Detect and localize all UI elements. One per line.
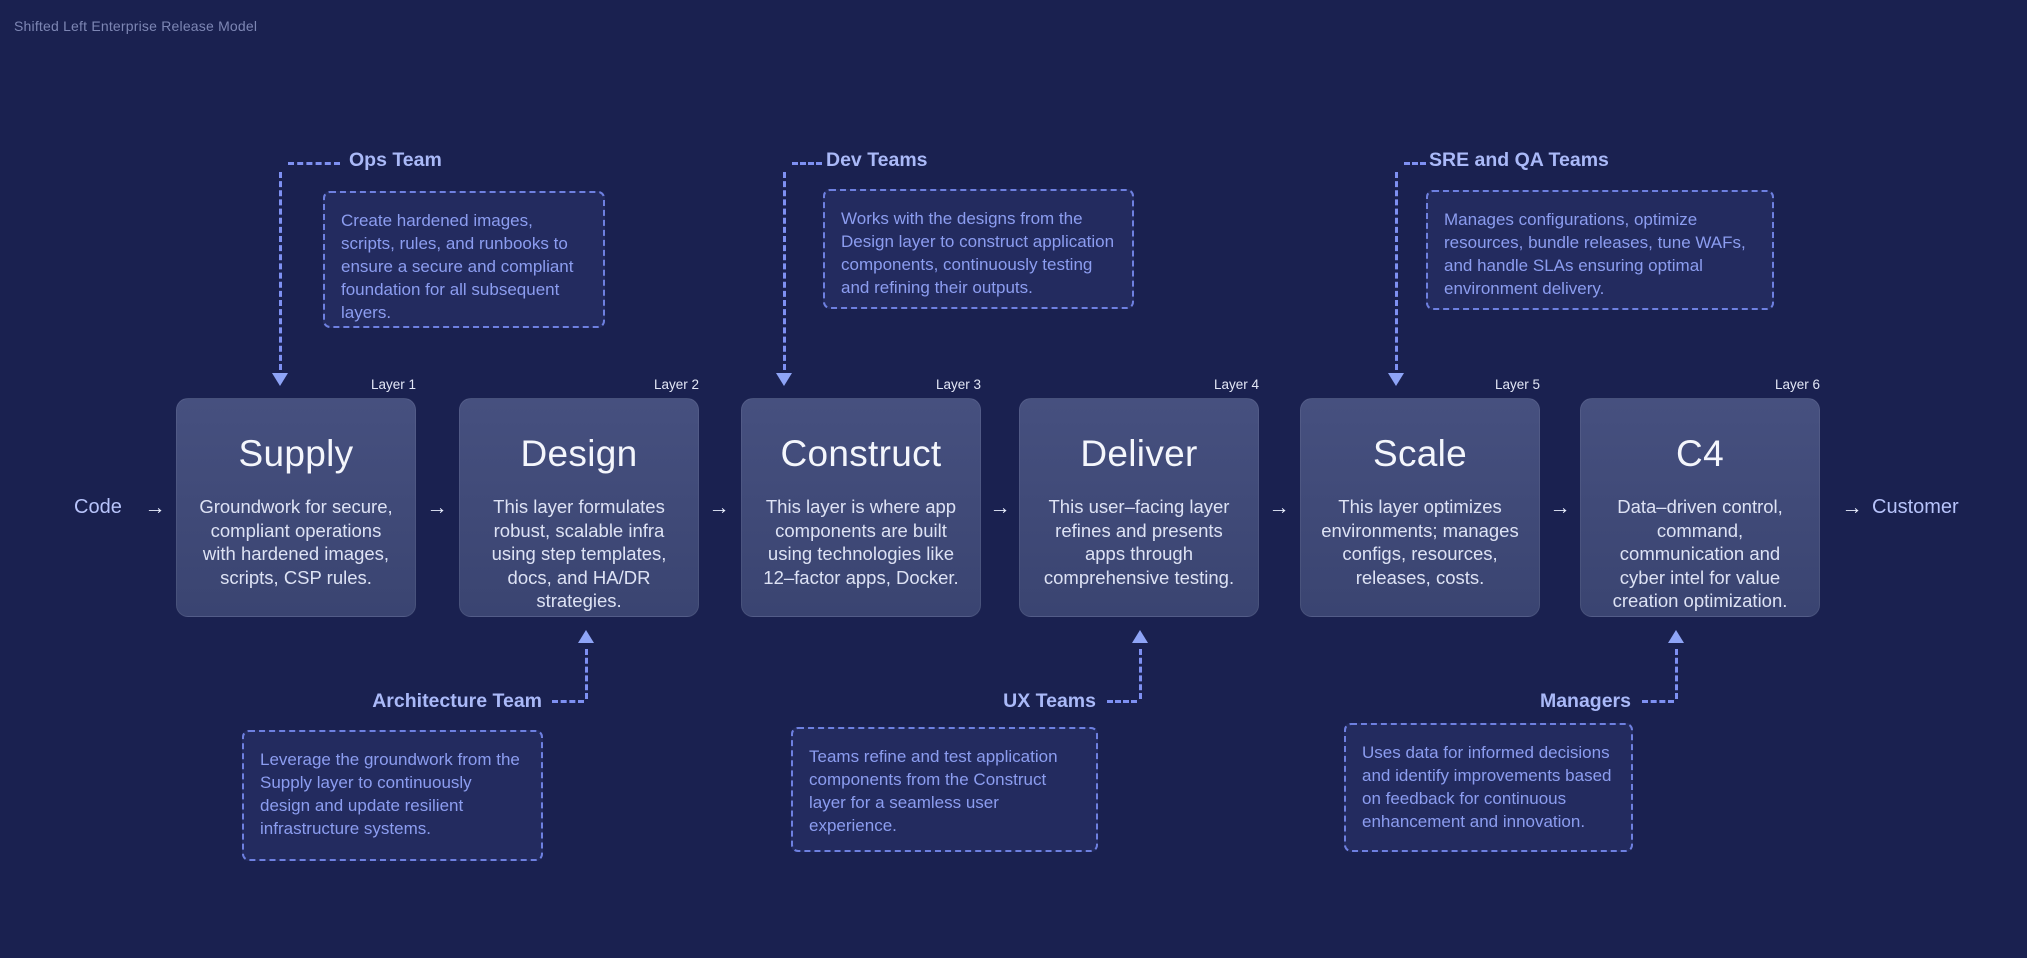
layer-label-3: Layer 3 (935, 377, 981, 392)
layer-label-4: Layer 4 (1213, 377, 1259, 392)
flow-arrow-icon: → (1268, 496, 1290, 519)
note-text-dev: Works with the designs from the Design l… (841, 209, 1115, 297)
dev-connector-vertical (782, 172, 786, 370)
layer-label-5: Layer 5 (1494, 377, 1540, 392)
ux-connector-vertical (1138, 649, 1142, 699)
architecture-arrow-up-icon (578, 630, 594, 643)
note-box-architecture: Leverage the groundwork from the Supply … (242, 730, 543, 861)
layer-label-6: Layer 6 (1774, 377, 1820, 392)
flow-arrow-icon: → (989, 496, 1011, 519)
page-title: Shifted Left Enterprise Release Model (14, 18, 258, 34)
sre-connector-horizontal (1404, 162, 1426, 165)
layer-box-design: Design This layer formulates robust, sca… (459, 398, 699, 617)
team-label-ops: Ops Team (349, 149, 442, 171)
note-box-dev: Works with the designs from the Design l… (823, 189, 1134, 309)
layer-description: This layer optimizes environments; manag… (1321, 496, 1519, 588)
flow-arrow-icon: → (1841, 496, 1863, 519)
note-box-sre-qa: Manages configurations, optimize resourc… (1426, 190, 1774, 310)
ops-connector-vertical (278, 172, 282, 370)
flow-arrow-icon: → (144, 496, 166, 519)
dev-arrow-down-icon (776, 373, 792, 386)
layer-box-deliver: Deliver This user–facing layer refines a… (1019, 398, 1259, 617)
note-box-ux: Teams refine and test application compon… (791, 727, 1098, 852)
ux-arrow-up-icon (1132, 630, 1148, 643)
team-label-sre-qa: SRE and QA Teams (1429, 149, 1609, 171)
note-text-architecture: Leverage the groundwork from the Supply … (260, 750, 520, 838)
architecture-connector-vertical (584, 649, 588, 699)
sre-connector-vertical (1394, 172, 1398, 370)
note-text-sre-qa: Manages configurations, optimize resourc… (1444, 210, 1746, 298)
flow-arrow-icon: → (1549, 496, 1571, 519)
layer-box-c4: C4 Data–driven control, command, communi… (1580, 398, 1820, 617)
team-label-managers: Managers (1539, 690, 1631, 712)
layer-title: Supply (238, 433, 354, 474)
ops-arrow-down-icon (272, 373, 288, 386)
layer-title: C4 (1676, 433, 1724, 474)
ux-connector-horizontal (1107, 700, 1137, 703)
layer-description: This layer is where app components are b… (763, 496, 959, 588)
layer-title: Scale (1372, 433, 1468, 474)
layer-box-scale: Scale This layer optimizes environments;… (1300, 398, 1540, 617)
flow-arrow-icon: → (426, 496, 448, 519)
flow-input-label: Code (74, 496, 122, 518)
architecture-connector-horizontal (552, 700, 584, 703)
ops-connector-horizontal (288, 162, 340, 165)
layer-description: Data–driven control, command, communicat… (1612, 496, 1788, 611)
note-box-ops: Create hardened images, scripts, rules, … (323, 191, 605, 328)
layer-title: Construct (780, 433, 942, 474)
flow-arrow-icon: → (708, 496, 730, 519)
note-box-managers: Uses data for informed decisions and ide… (1344, 723, 1633, 852)
layer-title: Deliver (1080, 433, 1198, 474)
managers-connector-horizontal (1642, 700, 1674, 703)
managers-arrow-up-icon (1668, 630, 1684, 643)
team-label-ux: UX Teams (1003, 690, 1096, 712)
note-text-ops: Create hardened images, scripts, rules, … (341, 211, 574, 322)
layer-box-construct: Construct This layer is where app compon… (741, 398, 981, 617)
layer-label-1: Layer 1 (370, 377, 416, 392)
team-label-architecture: Architecture Team (372, 690, 542, 712)
flow-output-label: Customer (1872, 496, 1959, 518)
layer-description: This layer formulates robust, scalable i… (491, 496, 667, 611)
layer-box-supply: Supply Groundwork for secure, compliant … (176, 398, 416, 617)
managers-connector-vertical (1674, 649, 1678, 699)
sre-arrow-down-icon (1388, 373, 1404, 386)
layer-description: Groundwork for secure, compliant operati… (199, 496, 393, 588)
team-label-dev: Dev Teams (826, 149, 928, 171)
layer-label-2: Layer 2 (653, 377, 699, 392)
layer-title: Design (520, 433, 638, 474)
note-text-ux: Teams refine and test application compon… (809, 747, 1058, 835)
note-text-managers: Uses data for informed decisions and ide… (1362, 743, 1612, 831)
dev-connector-horizontal (792, 162, 822, 165)
layer-description: This user–facing layer refines and prese… (1043, 496, 1235, 588)
